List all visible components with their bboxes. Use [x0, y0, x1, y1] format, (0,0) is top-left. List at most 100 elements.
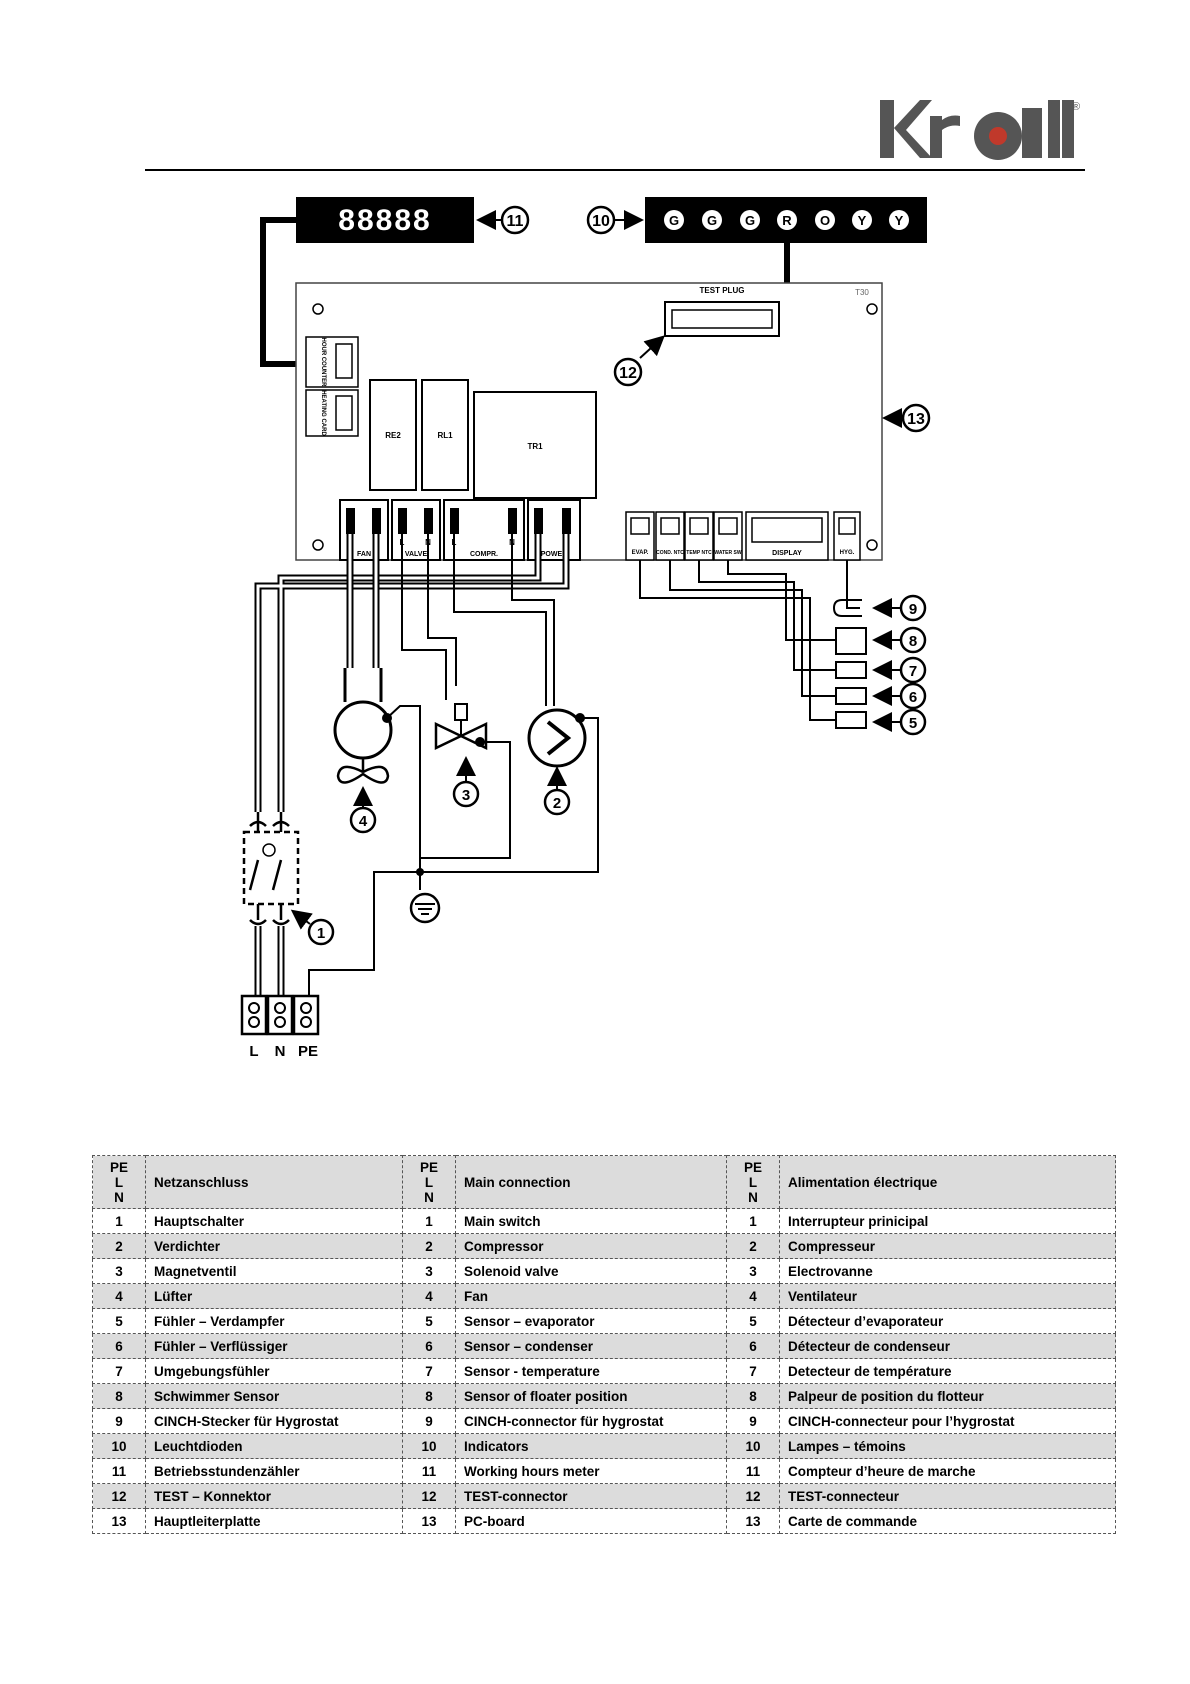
test-plug-label: TEST PLUG: [700, 286, 745, 295]
legend-header-fr: Alimentation électrique: [779, 1155, 1116, 1209]
legend-number-en: 12: [402, 1483, 456, 1509]
callout-11: [500, 205, 530, 235]
legend-text-fr: Palpeur de position du flotteur: [779, 1383, 1116, 1409]
legend-text-de: CINCH-Stecker für Hygrostat: [145, 1408, 403, 1434]
legend-number-fr: 8: [726, 1383, 780, 1409]
terminal-label-pe: PE: [298, 1043, 318, 1060]
port-display-label: DISPLAY: [772, 550, 802, 557]
fan-motor-icon: [333, 700, 393, 760]
legend-text-fr: Carte de commande: [779, 1508, 1116, 1534]
callout-8: [899, 626, 927, 654]
callout-1-label: 1: [317, 925, 325, 942]
legend-number-en: 6: [402, 1333, 456, 1359]
board-id: T30: [855, 288, 869, 297]
port-cond-label: COND. NTC: [656, 550, 684, 556]
pin-r-label: R: [782, 213, 792, 228]
legend-text-de: Verdichter: [145, 1233, 403, 1259]
legend-text-en: Sensor – evaporator: [455, 1308, 727, 1334]
legend-number-en: 11: [402, 1458, 456, 1484]
legend-text-de: Fühler – Verdampfer: [145, 1308, 403, 1334]
callout-12: [613, 357, 643, 387]
pin-y1-label: Y: [858, 213, 867, 228]
legend-number-de: 10: [92, 1433, 146, 1459]
legend-text-de: Magnetventil: [145, 1258, 403, 1284]
legend-number-de: 3: [92, 1258, 146, 1284]
callout-5: [899, 708, 927, 736]
kroll-logo: ®: [880, 100, 1080, 160]
relay-re2: [369, 379, 417, 491]
legend-header-en: Main connection: [455, 1155, 727, 1209]
relay-re2-label: RE2: [385, 431, 401, 440]
callout-10-label: 10: [592, 213, 610, 230]
legend-text-de: Lüfter: [145, 1283, 403, 1309]
callout-2: [543, 788, 571, 816]
transformer-tr1: [473, 391, 597, 499]
callout-7: [899, 656, 927, 684]
legend-header-de: Netzanschluss: [145, 1155, 403, 1209]
legend-number-de: 7: [92, 1358, 146, 1384]
legend-text-fr: Compteur d’heure de marche: [779, 1458, 1116, 1484]
legend-text-en: CINCH-connector für hygrostat: [455, 1408, 727, 1434]
terminal-label-l: L: [249, 1043, 258, 1060]
fan-blade-icon: [336, 758, 390, 784]
pin-y2: [889, 210, 909, 230]
callout-13: [901, 403, 931, 433]
legend-number-fr: 3: [726, 1258, 780, 1284]
svg-text:FAN: FAN: [357, 551, 371, 558]
legend-number-fr: 4: [726, 1283, 780, 1309]
legend-text-de: TEST – Konnektor: [145, 1483, 403, 1509]
legend-number-fr: 1: [726, 1208, 780, 1234]
svg-text:COMPR.: COMPR.: [470, 551, 498, 558]
callout-8-label: 8: [909, 633, 917, 650]
legend-number-de: 5: [92, 1308, 146, 1334]
legend-number-fr: 11: [726, 1458, 780, 1484]
callout-3: [452, 780, 480, 808]
pin-g3: [740, 210, 760, 230]
legend-number-en: 7: [402, 1358, 456, 1384]
legend-text-en: Sensor - temperature: [455, 1358, 727, 1384]
pin-o: [815, 210, 835, 230]
svg-text:POWER: POWER: [541, 551, 567, 558]
legend-text-fr: Interrupteur prinicipal: [779, 1208, 1116, 1234]
svg-text:VALVE: VALVE: [405, 551, 428, 558]
pin-g2-label: G: [707, 213, 717, 228]
solenoid-valve-icon: [434, 722, 464, 750]
main-switch: [242, 830, 300, 906]
legend-number-en: 2: [402, 1233, 456, 1259]
legend-text-fr: Détecteur de condenseur: [779, 1333, 1116, 1359]
connector-pins: G G G R O Y Y: [664, 210, 909, 230]
hour-counter-label: HOUR COUNTER: [320, 338, 326, 388]
pin-r: [777, 210, 797, 230]
port-temp-label: TEMP NTC: [686, 550, 712, 556]
legend-number-en: 3: [402, 1258, 456, 1284]
relay-rl1-label: RL1: [437, 431, 453, 440]
legend-number-de: 13: [92, 1508, 146, 1534]
condenser-sensor: [835, 687, 867, 705]
pin-g1-label: G: [669, 213, 679, 228]
terminal-valve: L N VALVE: [391, 499, 441, 561]
callout-9: [899, 594, 927, 622]
callout-13-label: 13: [907, 411, 925, 428]
led-display: [296, 197, 474, 243]
port-water-label: WATER SW: [714, 550, 741, 556]
terminal-power: L N POWER: [527, 499, 581, 561]
legend-number-fr: 9: [726, 1408, 780, 1434]
pin-g3-label: G: [745, 213, 755, 228]
legend-text-en: TEST-connector: [455, 1483, 727, 1509]
legend-number-de: 8: [92, 1383, 146, 1409]
transformer-label: TR1: [527, 442, 543, 451]
legend-text-de: Betriebsstundenzähler: [145, 1458, 403, 1484]
legend-number-de: 6: [92, 1333, 146, 1359]
heating-card-label: HEATING CARD: [320, 390, 326, 436]
pin-y1: [852, 210, 872, 230]
legend-number-fr: 6: [726, 1333, 780, 1359]
legend-number-en: 8: [402, 1383, 456, 1409]
